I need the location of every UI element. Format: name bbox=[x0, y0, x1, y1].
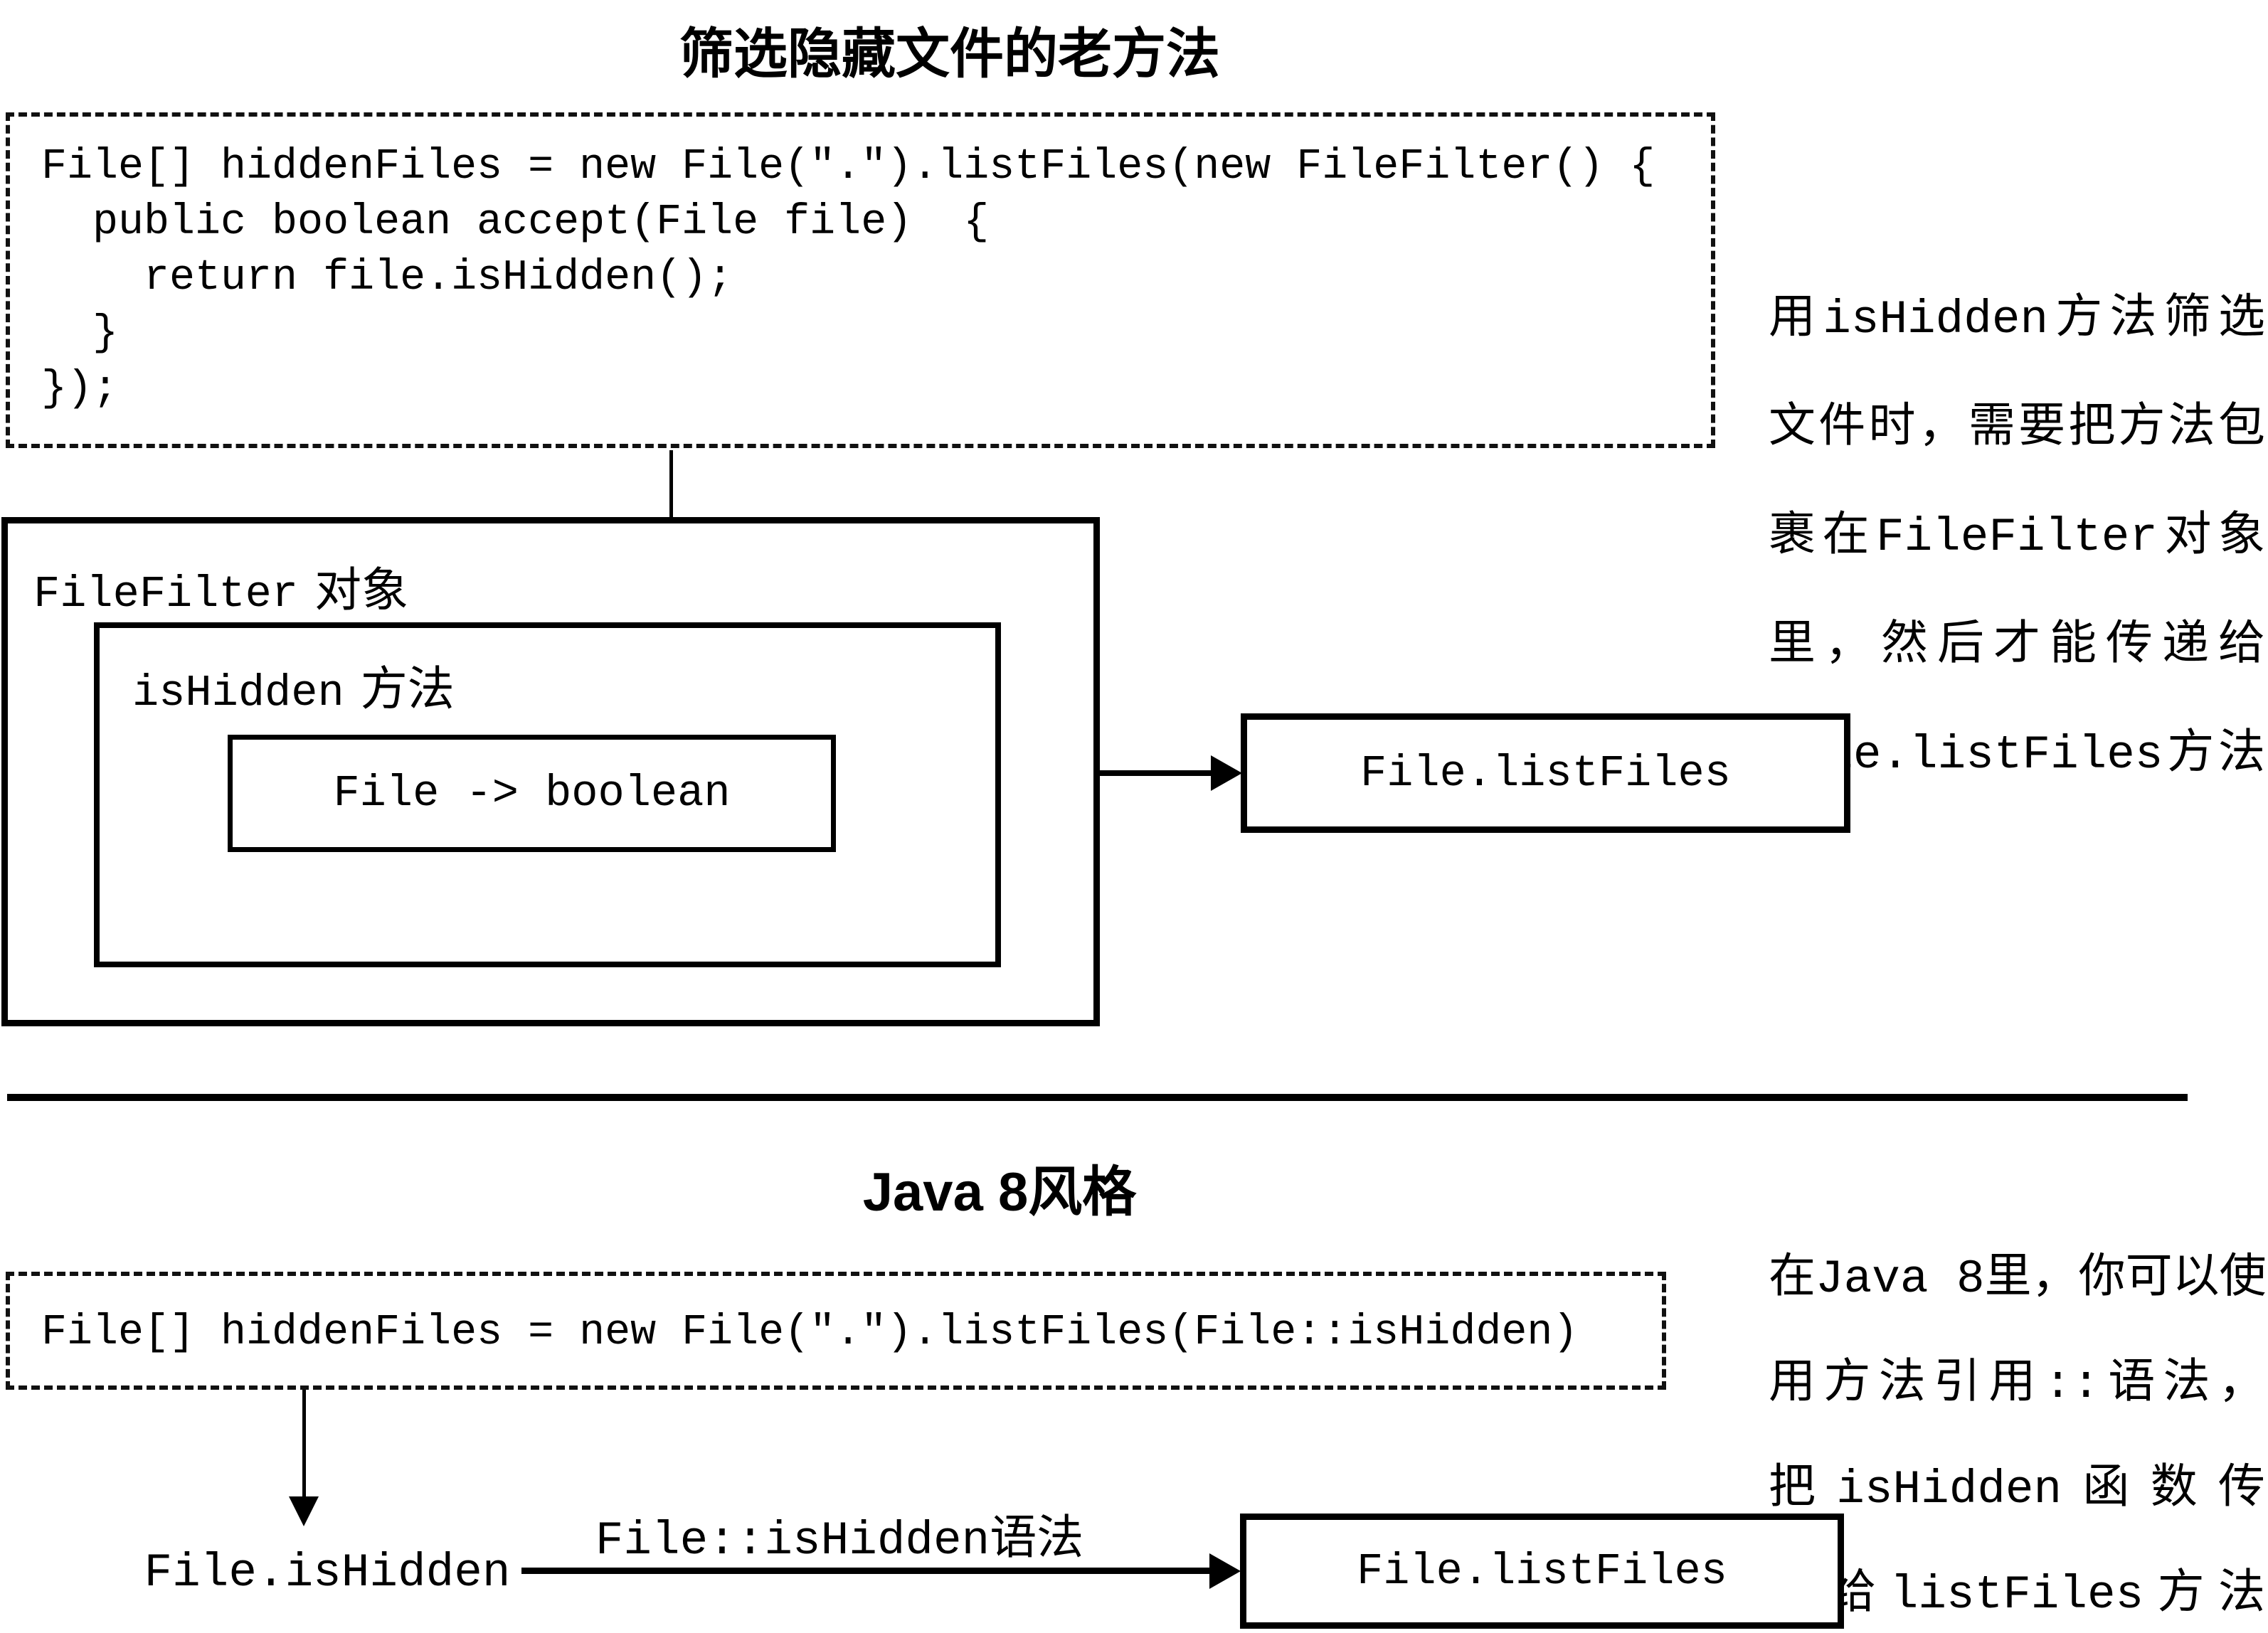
java8-style-title: Java 8风格 bbox=[862, 1162, 1137, 1223]
file-boolean-box: File -> boolean bbox=[228, 735, 836, 852]
old-code-block: File[] hiddenFiles = new File(".").listF… bbox=[6, 112, 1715, 448]
annotation-line: 在Java 8里，你可以使 bbox=[1769, 1252, 2267, 1306]
ishidden-label-code: isHidden bbox=[132, 668, 344, 718]
annotation-line: File.listFiles方法 bbox=[1769, 728, 2265, 782]
annotation-line: 里，然后才能传递给 bbox=[1769, 619, 2265, 673]
annotation-line: 递给listFiles方法 bbox=[1769, 1568, 2265, 1622]
arrow-code-to-ishidden-line bbox=[302, 1390, 306, 1498]
listfiles-box-top: File.listFiles bbox=[1241, 713, 1850, 833]
java8-code-block: File[] hiddenFiles = new File(".").listF… bbox=[6, 1272, 1666, 1390]
filefilter-label-cn: 对象 bbox=[314, 565, 409, 617]
syntax-label-cn: 语法 bbox=[990, 1512, 1084, 1564]
annotation-line: 用isHidden方法筛选 bbox=[1769, 293, 2265, 346]
ishidden-method-box: isHidden 方法 File -> boolean bbox=[94, 622, 1001, 967]
filefilter-object-label: FileFilter 对象 bbox=[33, 552, 408, 620]
arrow-filefilter-to-listfiles-line bbox=[1100, 770, 1214, 776]
java8-annotation: 在Java 8里，你可以使 用方法引用::语法， 把isHidden函数传 递给… bbox=[1769, 1200, 2267, 1633]
annotation-line: 把isHidden函数传 bbox=[1769, 1463, 2265, 1516]
syntax-label-code: File::isHidden bbox=[595, 1514, 990, 1568]
annotation-line: 用方法引用::语法， bbox=[1769, 1358, 2265, 1411]
section-divider bbox=[7, 1094, 2188, 1101]
arrow-code-to-ishidden-head bbox=[289, 1496, 319, 1526]
arrow-ishidden-to-listfiles-line bbox=[521, 1568, 1213, 1574]
old-annotation: 用isHidden方法筛选 文件时，需要把方法包 裹在FileFilter对象 … bbox=[1769, 239, 2265, 836]
arrow-filefilter-to-listfiles-head bbox=[1211, 755, 1242, 791]
ishidden-label-cn: 方法 bbox=[360, 664, 455, 716]
annotation-line: 文件时，需要把方法包 bbox=[1769, 402, 2265, 455]
ishidden-method-label: isHidden 方法 bbox=[132, 651, 455, 719]
arrow-ishidden-to-listfiles-head bbox=[1209, 1553, 1241, 1589]
filefilter-object-box: FileFilter 对象 isHidden 方法 File -> boolean bbox=[1, 517, 1100, 1026]
filefilter-label-code: FileFilter bbox=[33, 569, 299, 619]
file-ishidden-text: File.isHidden bbox=[144, 1546, 511, 1600]
method-reference-syntax-label: File::isHidden语法 bbox=[590, 1499, 1088, 1568]
old-style-title: 筛选隐藏文件的老方法 bbox=[679, 24, 1220, 85]
listfiles-box-bottom: File.listFiles bbox=[1240, 1514, 1844, 1629]
annotation-line: 裹在FileFilter对象 bbox=[1769, 511, 2265, 564]
